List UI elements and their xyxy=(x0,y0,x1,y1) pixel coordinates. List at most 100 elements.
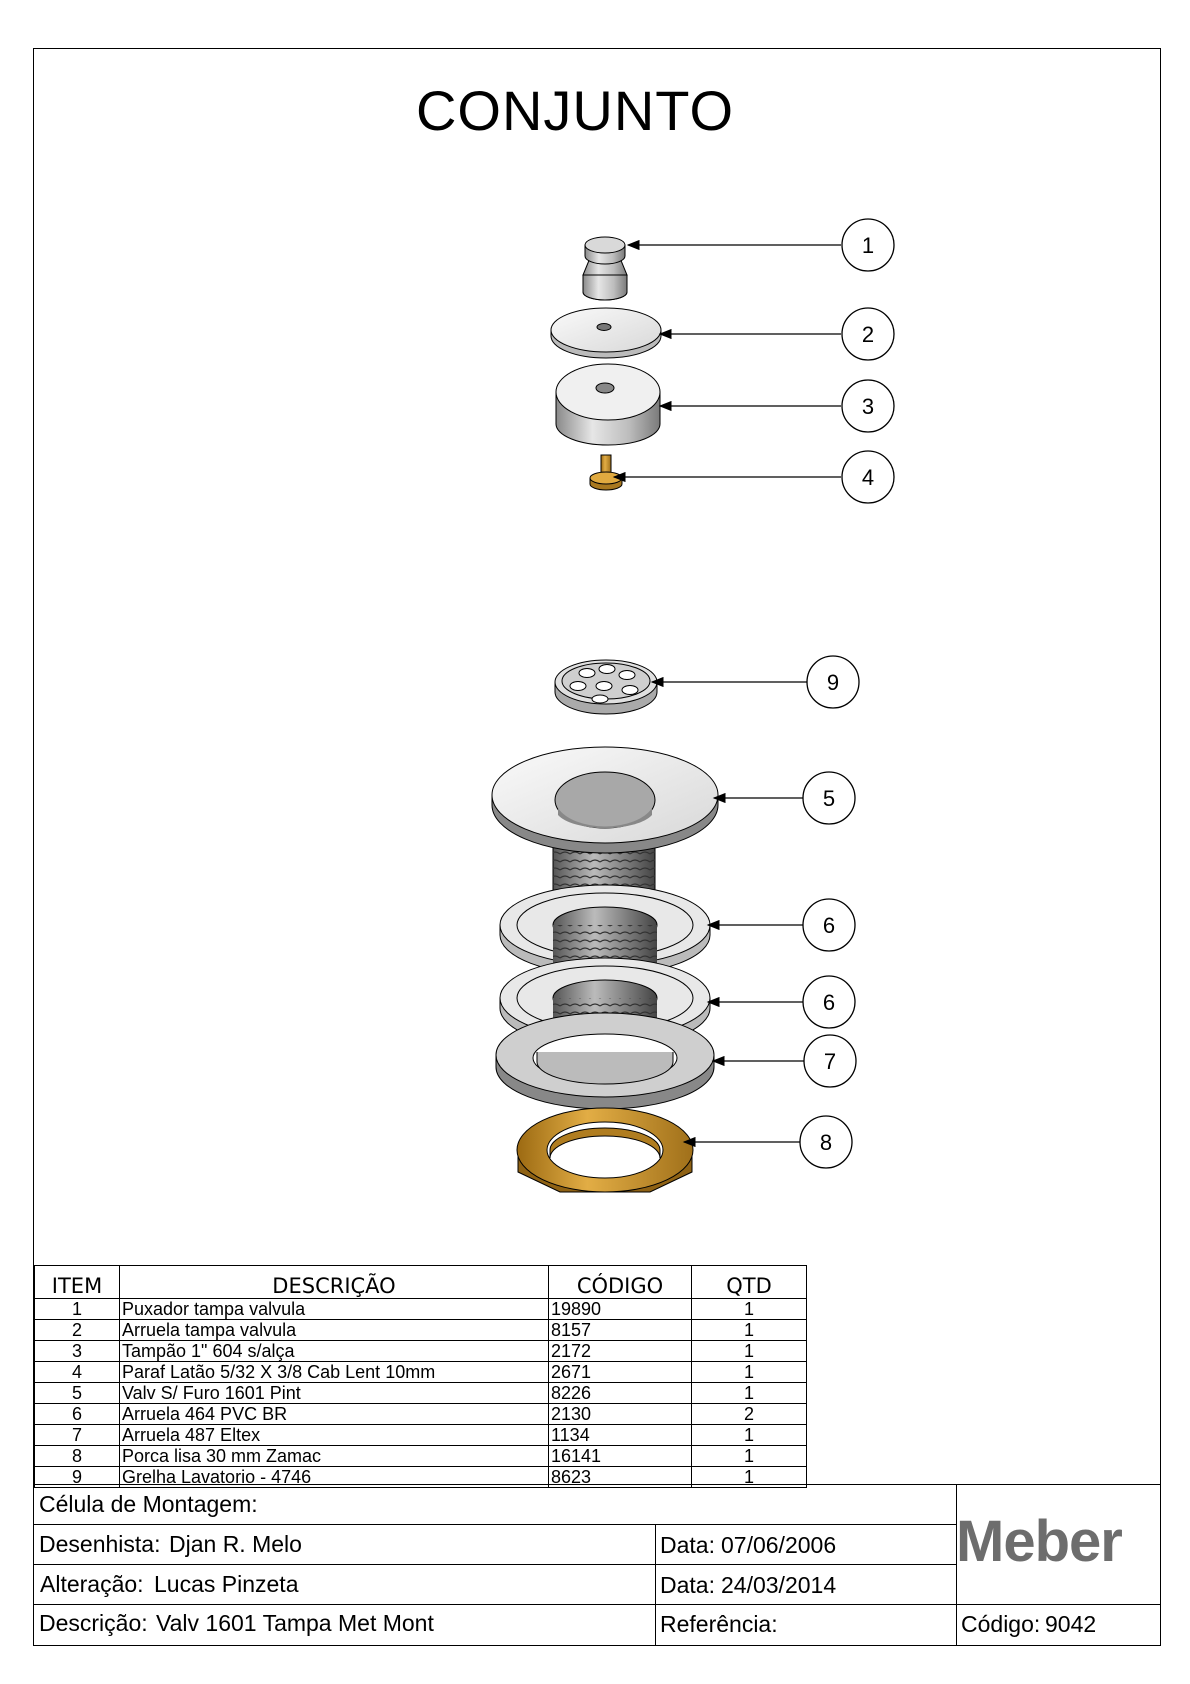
codigo-label: Código: xyxy=(961,1611,1041,1637)
balloon-3: 3 xyxy=(841,379,895,433)
alteracao-value: Lucas Pinzeta xyxy=(154,1571,299,1597)
table-row: 7 Arruela 487 Eltex 1134 1 xyxy=(34,1424,807,1446)
drawing-frame xyxy=(33,48,1161,1646)
svg-text:3: 3 xyxy=(862,394,874,419)
balloon-8: 8 xyxy=(799,1115,853,1169)
part-9-grille xyxy=(554,659,658,715)
bom-codigo: 8157 xyxy=(548,1319,692,1341)
balloon-9: 9 xyxy=(806,655,860,709)
descricao-label: Descrição: xyxy=(39,1610,148,1636)
title-block-divider xyxy=(655,1524,656,1646)
bom-qtd: 1 xyxy=(691,1445,807,1467)
bom-codigo: 19890 xyxy=(548,1298,692,1320)
svg-text:5: 5 xyxy=(823,786,835,811)
title-block-divider xyxy=(33,1484,1161,1485)
bom-descricao: Paraf Latão 5/32 X 3/8 Cab Lent 10mm xyxy=(119,1361,549,1383)
bom-header-item: ITEM xyxy=(34,1265,120,1299)
bom-codigo: 1134 xyxy=(548,1424,692,1446)
bom-item: 7 xyxy=(34,1424,120,1446)
bom-codigo: 8623 xyxy=(548,1466,692,1488)
leader-lines xyxy=(612,239,841,1148)
part-8-brass-nut xyxy=(516,1107,694,1193)
bom-item: 1 xyxy=(34,1298,120,1320)
part-2-washer xyxy=(550,307,662,359)
alteracao-label: Alteração: xyxy=(40,1571,144,1597)
balloon-1: 1 xyxy=(841,218,895,272)
svg-text:1: 1 xyxy=(862,233,874,258)
svg-text:2: 2 xyxy=(862,322,874,347)
bom-item: 5 xyxy=(34,1382,120,1404)
table-row: 3 Tampão 1" 604 s/alça 2172 1 xyxy=(34,1340,807,1362)
bom-item: 4 xyxy=(34,1361,120,1383)
table-row: 2 Arruela tampa valvula 8157 1 xyxy=(34,1319,807,1341)
bom-item: 8 xyxy=(34,1445,120,1467)
bom-descricao: Tampão 1" 604 s/alça xyxy=(119,1340,549,1362)
bom-qtd: 1 xyxy=(691,1382,807,1404)
bom-descricao: Arruela 464 PVC BR xyxy=(119,1403,549,1425)
title-block-divider xyxy=(33,1564,957,1565)
data-criacao-label: Data: xyxy=(660,1532,715,1558)
part-1-knob xyxy=(582,236,628,301)
balloon-6-lower: 6 xyxy=(802,975,856,1029)
balloon-7: 7 xyxy=(803,1034,857,1088)
table-row: 5 Valv S/ Furo 1601 Pint 8226 1 xyxy=(34,1382,807,1404)
table-row: 4 Paraf Latão 5/32 X 3/8 Cab Lent 10mm 2… xyxy=(34,1361,807,1383)
title-block-divider xyxy=(33,1604,1161,1605)
desenhista-value: Djan R. Melo xyxy=(169,1531,302,1557)
bom-qtd: 2 xyxy=(691,1403,807,1425)
bom-header-codigo: CÓDIGO xyxy=(548,1265,692,1299)
balloon-6-upper: 6 xyxy=(802,898,856,952)
bom-descricao: Puxador tampa valvula xyxy=(119,1298,549,1320)
svg-text:9: 9 xyxy=(827,670,839,695)
bom-item: 3 xyxy=(34,1340,120,1362)
balloon-4: 4 xyxy=(841,450,895,504)
part-3-plug xyxy=(555,363,661,446)
title-block-divider xyxy=(956,1484,957,1646)
bom-descricao: Arruela 487 Eltex xyxy=(119,1424,549,1446)
celula-label: Célula de Montagem: xyxy=(39,1491,258,1517)
bom-qtd: 1 xyxy=(691,1466,807,1488)
descricao-value: Valv 1601 Tampa Met Mont xyxy=(156,1610,434,1636)
data-alteracao-label: Data: xyxy=(660,1572,715,1598)
data-criacao-value: 07/06/2006 xyxy=(721,1532,837,1558)
bom-descricao: Valv S/ Furo 1601 Pint xyxy=(119,1382,549,1404)
codigo-value: 9042 xyxy=(1045,1611,1097,1637)
balloon-2: 2 xyxy=(841,307,895,361)
data-alteracao-value: 24/03/2014 xyxy=(721,1572,837,1598)
part-6-washer-upper xyxy=(499,884,711,976)
bom-codigo: 2172 xyxy=(548,1340,692,1362)
part-7-eltex-washer xyxy=(495,1012,715,1110)
svg-text:4: 4 xyxy=(862,465,874,490)
bom-qtd: 1 xyxy=(691,1319,807,1341)
svg-text:6: 6 xyxy=(823,913,835,938)
bom-descricao: Grelha Lavatorio - 4746 xyxy=(119,1466,549,1488)
table-row: 6 Arruela 464 PVC BR 2130 2 xyxy=(34,1403,807,1425)
bom-codigo: 2671 xyxy=(548,1361,692,1383)
bom-qtd: 1 xyxy=(691,1298,807,1320)
desenhista-label: Desenhista: xyxy=(39,1531,161,1557)
bom-descricao: Porca lisa 30 mm Zamac xyxy=(119,1445,549,1467)
bom-descricao: Arruela tampa valvula xyxy=(119,1319,549,1341)
balloon-5: 5 xyxy=(802,771,856,825)
title-block-divider xyxy=(33,1524,957,1525)
svg-text:7: 7 xyxy=(824,1049,836,1074)
bom-qtd: 1 xyxy=(691,1361,807,1383)
bom-qtd: 1 xyxy=(691,1340,807,1362)
bom-item: 6 xyxy=(34,1403,120,1425)
bom-item: 2 xyxy=(34,1319,120,1341)
drawing-title: CONJUNTO xyxy=(415,79,735,142)
bom-qtd: 1 xyxy=(691,1424,807,1446)
bom-header-row: ITEM DESCRIÇÃO CÓDIGO QTD xyxy=(34,1265,807,1299)
bom-header-descricao: DESCRIÇÃO xyxy=(119,1265,549,1299)
svg-text:6: 6 xyxy=(823,990,835,1015)
table-row: 8 Porca lisa 30 mm Zamac 16141 1 xyxy=(34,1445,807,1467)
bom-codigo: 8226 xyxy=(548,1382,692,1404)
table-row: 1 Puxador tampa valvula 19890 1 xyxy=(34,1298,807,1320)
svg-text:8: 8 xyxy=(820,1130,832,1155)
bom-codigo: 2130 xyxy=(548,1403,692,1425)
meber-logo: Meber xyxy=(956,1509,1123,1574)
bom-header-qtd: QTD xyxy=(691,1265,807,1299)
referencia-label: Referência: xyxy=(660,1611,778,1637)
bom-codigo: 16141 xyxy=(548,1445,692,1467)
